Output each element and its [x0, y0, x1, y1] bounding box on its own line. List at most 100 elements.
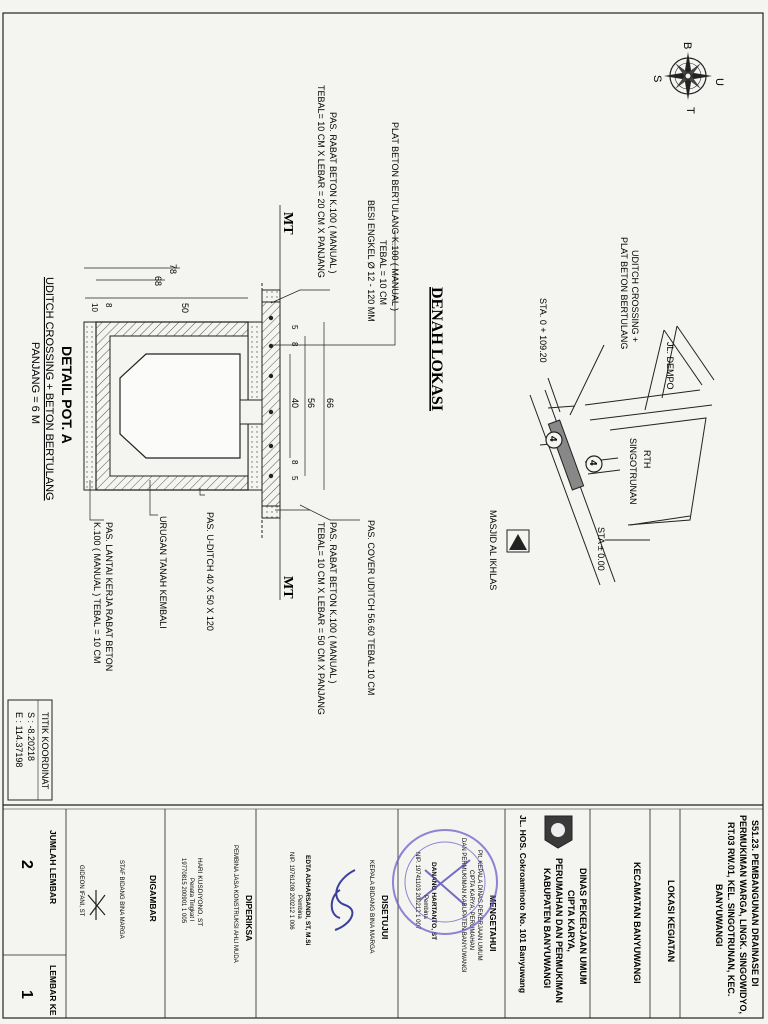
diperiksa-title: DIPERIKSA [244, 895, 254, 941]
lokasi-value: KECAMATAN BANYUWANGI [632, 862, 642, 984]
dim-68: 68 [153, 276, 163, 286]
label-rabat-right-2: TEBAL= 10 CM X LEBAR = 50 CM X PANJANG [316, 522, 326, 715]
compass-west: B [681, 42, 693, 49]
dim-5: 5 [290, 325, 299, 330]
mengetahui-nip: NIP. 19741103 200212 1 007 [414, 852, 420, 930]
location-title: DENAH LOKASI [428, 287, 445, 411]
mengetahui-3: DAN PERMUKIMAN KABUPATEN BANYUWANGI [460, 838, 466, 973]
dim-8b: 8 [290, 460, 299, 465]
digambar-name: GIDEON IFANI, ST [78, 865, 84, 917]
diperiksa-name: HARI KUSDIYONO, ST [196, 858, 203, 926]
diperiksa-nip: 19770815 200901 1 005 [180, 858, 186, 924]
crossing-label-1: UDITCH CROSSING + [630, 250, 640, 342]
svg-text:4: 4 [587, 460, 598, 466]
diperiksa-rank: Penata Tingkat I [188, 878, 194, 922]
titleblock-grid [3, 809, 681, 1018]
rth-label: RTH [642, 450, 652, 468]
lokasi-label: LOKASI KEGIATAN [666, 880, 676, 962]
dim-78: 78 [168, 264, 178, 274]
coord-e: E : 114.37198 [14, 712, 24, 767]
label-rabat-right-1: PAS. RABAT BETON K.100 ( MANUAL ) [328, 522, 338, 684]
svg-text:4: 4 [547, 436, 558, 442]
sta-end-label: STA ± 0.00 [596, 527, 606, 571]
mengetahui-title: MENGETAHUI [488, 895, 498, 952]
rth-sub-label: SINGOTRUNAN [628, 438, 638, 505]
dim-40: 40 [290, 398, 300, 408]
north-arrow-icon [664, 52, 712, 100]
agency-3: PERUMAHAN DAN PERMUKIMAN [554, 858, 564, 1003]
project-1: S51.23. PEMBANGUNAN DRAINASE DI [750, 820, 760, 987]
digambar-1: STAF BIDANG BINA MARGA [118, 860, 124, 939]
agency-1: DINAS PEKERJAAN UMUM [578, 868, 588, 985]
jumlah-label: JUMLAH LEMBAR [48, 830, 58, 904]
label-uditch: PAS. U-DITCH 40 X 50 X 120 [205, 512, 215, 631]
diperiksa-1: PEMBINA JASA KONSTRUKSI AHLI MUDA [232, 845, 238, 963]
digambar-title: DIGAMBAR [148, 875, 158, 922]
project-4: BANYUWANGI [714, 884, 724, 947]
label-lantai-2: K.100 ( MANUAL ) TEBAL = 10 CM [92, 522, 102, 663]
label-rabat-left-1: PAS. RABAT BETON K.100 ( MANUAL ) [328, 112, 338, 274]
mengetahui-2: CIPTA KARYA, PERUMAHAN [468, 870, 474, 950]
sheet-border [2, 12, 764, 1019]
compass-north: U [713, 78, 725, 86]
compass-south: S [651, 75, 663, 82]
disetujui-signature [330, 869, 356, 931]
mengetahui-1: Plt. KEPALA DINAS PEKERJAAN UMUM [476, 850, 482, 961]
dim-8c: 8 [104, 303, 113, 308]
label-plat-1: PLAT BETON BERTULANG K.100 ( MANUAL ) [390, 122, 400, 311]
label-plat-3: BESI ENGKEL Ø 12 - 120 MM [366, 200, 376, 322]
project-3: RT.03 RW.01, KEL. SINGOTRUNAN, KEC. [726, 822, 736, 996]
disetujui-name: EDTA ADHARSANDI, ST, M.Si [304, 855, 311, 946]
disetujui-rank: Pembina [296, 895, 302, 919]
dim-66: 66 [325, 398, 335, 408]
leader-lines [89, 230, 396, 521]
dim-56: 56 [306, 398, 316, 408]
lembar-label: LEMBAR KE [48, 965, 58, 1016]
label-lantai-1: PAS. LANTAI KERJA RABAT BETON [104, 522, 114, 671]
cut-mark-left: MT [280, 212, 295, 235]
agency-logo-icon [544, 815, 573, 849]
section-marker-left: 4 [545, 431, 563, 449]
mengetahui-rank: Pembina [422, 895, 428, 919]
section-marker-right: 4 [585, 455, 603, 473]
label-plat-2: TEBAL = 10 CM [378, 240, 388, 305]
lantai-kerja [83, 321, 97, 491]
dim-10: 10 [90, 303, 99, 312]
crossing-segment [547, 419, 585, 491]
sta-start-label: STA. 0 + 109.20 [538, 298, 548, 363]
mosque-label: MASJID AL IKHLAS [488, 510, 498, 590]
mengetahui-name: DANANG HARTANTO, ST [430, 862, 437, 940]
disetujui-title: DISETUJUI [380, 895, 390, 939]
coord-title: TITIK KOORDINAT [40, 712, 50, 790]
disetujui-nip: NIP. 19761208 200212 1 006 [288, 852, 294, 930]
dimension-lines [84, 267, 325, 490]
section-subtitle: UDITCH CROSSING + BETON BERTULANG [43, 277, 55, 501]
coord-box [7, 699, 53, 801]
crossing-leader [569, 344, 605, 416]
section-detail [83, 205, 281, 600]
compass-east: T [684, 107, 696, 114]
agency-4: KABUPATEN BANYUWANGI [542, 868, 552, 988]
label-cover: PAS. COVER UDITCH 56.60 TEBAL 10 CM [366, 520, 376, 695]
agency-2: CIPTA KARYA, [566, 890, 576, 952]
coord-s: S : -8.20218 [26, 712, 36, 761]
dim-8: 8 [290, 342, 299, 347]
street-label: JL. DEMPO [665, 342, 675, 390]
section-title: DETAIL POT. A [59, 346, 75, 444]
mosque-icon [506, 529, 530, 553]
location-map [529, 325, 715, 586]
section-length: PANJANG = 6 M [29, 342, 41, 424]
label-rabat-left-2: TEBAL= 10 CM X LEBAR = 20 CM X PANJANG [316, 85, 326, 278]
disetujui-1: KEPALA BIDANG BINA MARGA [368, 860, 375, 954]
digambar-signature [87, 890, 106, 920]
cut-mark-right: MT [280, 576, 295, 599]
label-urugan: URUGAN TANAH KEMBALI [158, 516, 168, 629]
lembar-value: 1 [18, 990, 35, 999]
dim-50: 50 [180, 303, 190, 313]
jumlah-value: 2 [18, 860, 35, 869]
dim-5b: 5 [290, 476, 299, 481]
crossing-label-2: PLAT BETON BERTULANG [619, 237, 629, 349]
official-stamp-icon [392, 829, 498, 935]
agency-5: JL. HOS. Cokroaminoto No. 101 Banyuwang [518, 815, 528, 993]
